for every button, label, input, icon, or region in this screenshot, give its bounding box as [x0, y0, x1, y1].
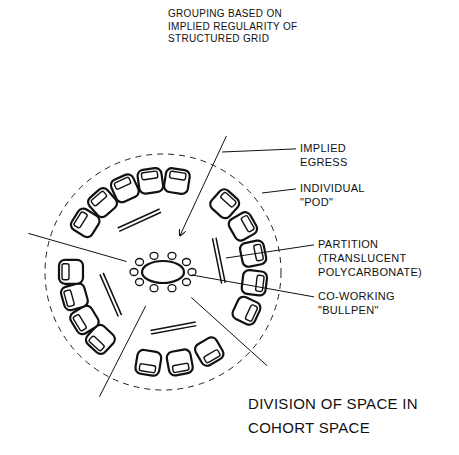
partition-line	[151, 326, 196, 334]
pod-symbol	[137, 167, 164, 194]
chair-symbol	[168, 285, 176, 292]
note-text: GROUPING BASED ON IMPLIED REGULARITY OF …	[168, 8, 303, 46]
partition-line	[119, 212, 161, 231]
leader-line	[192, 275, 314, 297]
pod-symbol	[60, 282, 90, 312]
pod-symbol	[135, 349, 163, 377]
pod-symbol	[227, 210, 260, 243]
partition-line	[103, 273, 121, 315]
chair-symbol	[168, 252, 176, 259]
chair-symbol	[182, 259, 190, 266]
pod-symbol	[193, 335, 226, 368]
partition-line	[216, 238, 225, 283]
pod-symbol	[231, 295, 263, 327]
leader-line	[222, 149, 296, 152]
pod-symbol	[166, 348, 194, 376]
chair-symbol	[182, 278, 190, 285]
callout-label: PARTITION (TRANSLUCENT POLYCARBONATE)	[318, 238, 438, 279]
leader-line	[226, 245, 314, 258]
table-symbol	[142, 261, 184, 283]
chair-symbol	[188, 269, 196, 276]
cohort-boundary	[45, 154, 281, 390]
caption-text: DIVISION OF SPACE IN COHORT SPACE	[248, 392, 448, 440]
partition-line	[118, 209, 160, 228]
leader-line	[262, 189, 296, 193]
chair-symbol	[136, 259, 144, 266]
chair-symbol	[136, 278, 144, 285]
chair-symbol	[150, 285, 158, 292]
pod-symbol	[109, 172, 141, 204]
callout-label: CO-WORKING "BULLPEN"	[318, 290, 413, 318]
pod-symbol	[59, 260, 83, 284]
callout-label: IMPLIED EGRESS	[300, 142, 372, 170]
partition-line	[100, 274, 118, 316]
pod-symbol	[241, 269, 268, 296]
chair-symbol	[150, 252, 158, 259]
callout-label: INDIVIDUAL "POD"	[300, 182, 388, 210]
egress-line	[28, 233, 126, 261]
pod-symbol	[163, 167, 190, 194]
chair-symbol	[130, 269, 138, 276]
